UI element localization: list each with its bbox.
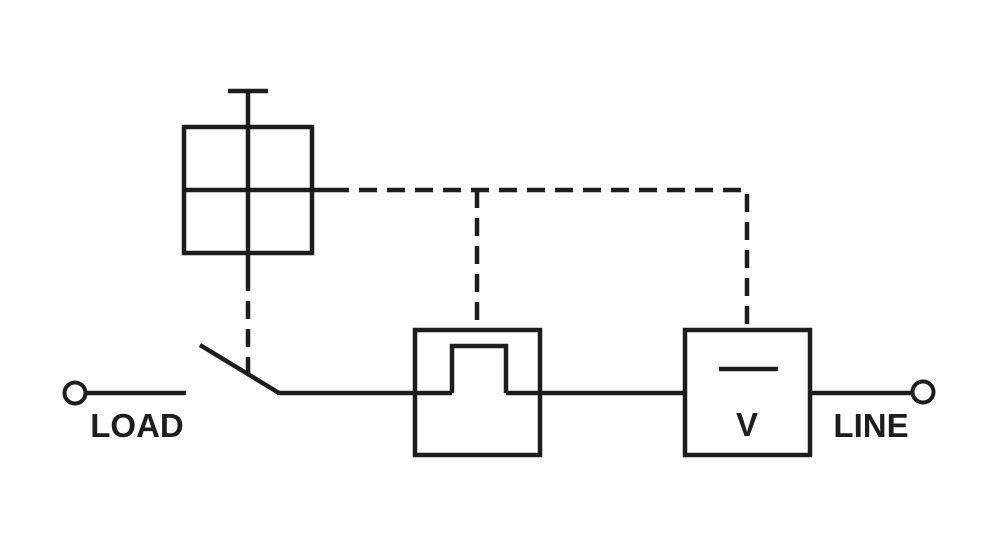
load-label: LOAD — [90, 407, 184, 444]
control-unit-grid-symbol — [181, 88, 331, 273]
line-label: LINE — [833, 407, 908, 444]
line-terminal — [810, 379, 936, 405]
dashed-link-horizontal-to-meter — [331, 187, 750, 330]
voltage-meter-box: V — [682, 327, 813, 458]
load-terminal — [62, 380, 186, 406]
line-terminal-icon — [910, 379, 936, 405]
switch-blade-icon — [198, 343, 281, 395]
pulse-waveform-icon — [449, 343, 509, 393]
load-terminal-icon — [62, 380, 88, 406]
voltage-meter-label: V — [736, 406, 758, 443]
pulse-command-box — [412, 327, 685, 458]
switch-contact — [198, 343, 452, 396]
dashed-control-links — [245, 187, 750, 375]
